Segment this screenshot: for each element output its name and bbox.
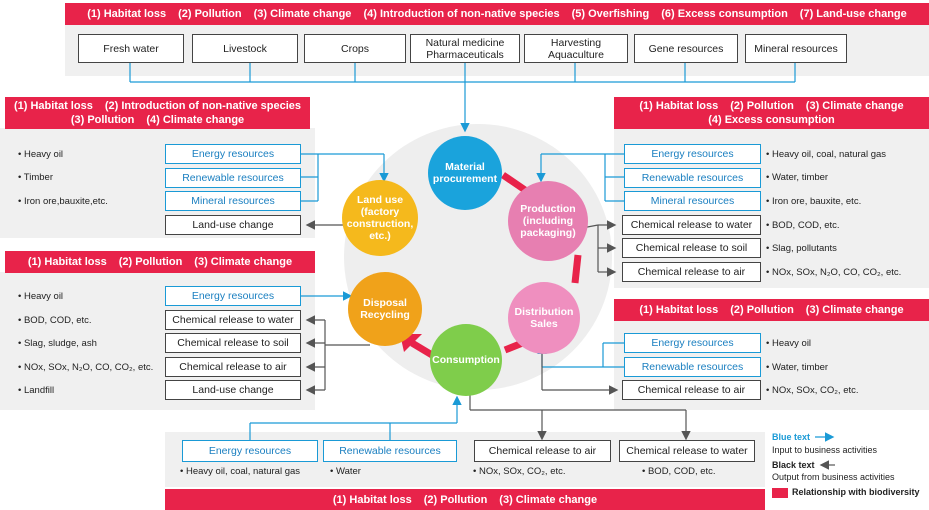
consumption-label: • Water [330, 466, 361, 477]
threat-label: (1) Habitat loss [639, 304, 719, 316]
disposal-output-landuse: Land-use change [165, 380, 301, 400]
distribution-input-energy: Energy resources [624, 333, 761, 353]
threat-label: (4) Introduction of non-native species [363, 8, 560, 20]
landuse-threat-bar: (1) Habitat loss (2) Introduction of non… [5, 97, 310, 129]
resource-livestock: Livestock [192, 34, 298, 63]
threat-label: (7) Land-use change [799, 8, 907, 20]
consumption-threat-bar: (1) Habitat loss (2) Pollution (3) Clima… [165, 489, 765, 510]
disposal-output-soil: Chemical release to soil [165, 333, 301, 353]
threat-label: (3) Pollution [70, 114, 135, 126]
production-circle: Production (including packaging) [508, 181, 588, 261]
consumption-label: • BOD, COD, etc. [642, 466, 716, 477]
distribution-threat-bar: (1) Habitat loss (2) Pollution (3) Clima… [614, 299, 929, 321]
resource-harvesting: Harvesting Aquaculture [524, 34, 628, 63]
threat-label: (1) Habitat loss [13, 100, 93, 112]
resource-crops: Crops [304, 34, 406, 63]
threat-label: (2) Pollution [178, 8, 242, 20]
threat-label: (5) Overfishing [571, 8, 650, 20]
resource-natural-medicine: Natural medicine Pharmaceuticals [410, 34, 520, 63]
production-label: • Water, timber [766, 172, 829, 183]
landuse-output-change: Land-use change [165, 215, 301, 235]
production-input-mineral: Mineral resources [624, 191, 761, 211]
threat-label: (1) Habitat loss [27, 256, 107, 268]
consumption-input-energy: Energy resources [182, 440, 318, 462]
disposal-threat-bar: (1) Habitat loss (2) Pollution (3) Clima… [5, 251, 315, 273]
legend-blue-desc: Input to business activities [772, 445, 878, 455]
legend-black-desc: Output from business activities [772, 472, 895, 482]
production-label: • Heavy oil, coal, natural gas [766, 149, 887, 160]
threat-label: (3) Climate change [499, 493, 598, 506]
disposal-label: • Heavy oil [18, 291, 64, 302]
threat-label: (6) Excess consumption [661, 8, 788, 20]
distribution-input-renewable: Renewable resources [624, 357, 761, 377]
production-input-energy: Energy resources [624, 144, 761, 164]
distribution-circle: Distribution Sales [508, 282, 580, 354]
disposal-label: • Slag, sludge, ash [18, 338, 97, 349]
production-threat-bar: (1) Habitat loss (2) Pollution (3) Clima… [614, 97, 929, 129]
production-output-air: Chemical release to air [622, 262, 761, 282]
threat-label: (2) Pollution [118, 256, 183, 268]
material-procurement-circle: Material procurement [428, 136, 502, 210]
threat-label: (2) Pollution [730, 100, 794, 112]
landuse-input-renewable: Renewable resources [165, 168, 301, 188]
top-threat-bar: (1) Habitat loss (2) Pollution (3) Clima… [65, 3, 929, 25]
production-label: • BOD, COD, etc. [766, 220, 840, 231]
threat-label: (1) Habitat loss [639, 100, 719, 112]
disposal-output-water: Chemical release to water [165, 310, 301, 330]
consumption-circle: Consumption [430, 324, 502, 396]
resource-fresh-water: Fresh water [78, 34, 184, 63]
landuse-label: • Iron ore,bauxite,etc. [18, 196, 108, 207]
production-output-soil: Chemical release to soil [622, 238, 761, 258]
landuse-circle: Land use (factory construction, etc.) [342, 180, 418, 256]
consumption-output-air: Chemical release to air [474, 440, 611, 462]
landuse-input-mineral: Mineral resources [165, 191, 301, 211]
threat-label: (2) Pollution [730, 304, 794, 316]
disposal-circle: Disposal Recycling [348, 272, 422, 346]
consumption-output-water: Chemical release to water [619, 440, 755, 462]
disposal-label: • BOD, COD, etc. [18, 315, 92, 326]
threat-label: (3) Climate change [805, 100, 904, 112]
threat-label: (2) Introduction of non-native species [104, 100, 302, 112]
landuse-input-energy: Energy resources [165, 144, 301, 164]
legend-red-desc: Relationship with biodiversity [792, 487, 920, 497]
production-label: • NOx, SOx, N₂O, CO, CO₂, etc. [766, 267, 902, 278]
threat-label: (1) Habitat loss [332, 493, 412, 506]
consumption-input-renewable: Renewable resources [323, 440, 457, 462]
production-output-water: Chemical release to water [622, 215, 761, 235]
disposal-input-energy: Energy resources [165, 286, 301, 306]
production-input-renewable: Renewable resources [624, 168, 761, 188]
threat-label: (2) Pollution [423, 493, 488, 506]
threat-label: (4) Excess consumption [708, 114, 835, 126]
production-label: • Slag, pollutants [766, 243, 837, 254]
disposal-label: • Landfill [18, 385, 55, 396]
distribution-label: • Water, timber [766, 362, 829, 373]
landuse-label: • Timber [18, 172, 53, 183]
distribution-label: • NOx, SOx, CO₂, etc. [766, 385, 859, 396]
distribution-label: • Heavy oil [766, 338, 812, 349]
resource-mineral: Mineral resources [745, 34, 847, 63]
threat-label: (3) Climate change [253, 8, 352, 20]
distribution-output-air: Chemical release to air [622, 380, 761, 400]
threat-label: (3) Climate change [194, 256, 293, 268]
disposal-output-air: Chemical release to air [165, 357, 301, 377]
landuse-label: • Heavy oil [18, 149, 64, 160]
threat-label: (4) Climate change [146, 114, 245, 126]
threat-label: (3) Climate change [805, 304, 904, 316]
legend-blue-title: Blue text [772, 432, 811, 442]
consumption-label: • Heavy oil, coal, natural gas [180, 466, 301, 477]
disposal-label: • NOx, SOx, N₂O, CO, CO₂, etc. [18, 362, 154, 373]
legend-black-title: Black text [772, 460, 815, 470]
threat-label: (1) Habitat loss [87, 8, 167, 20]
legend-red-swatch [772, 488, 788, 498]
consumption-label: • NOx, SOx, CO₂, etc. [473, 466, 566, 477]
production-label: • Iron ore, bauxite, etc. [766, 196, 862, 207]
resource-gene: Gene resources [634, 34, 738, 63]
